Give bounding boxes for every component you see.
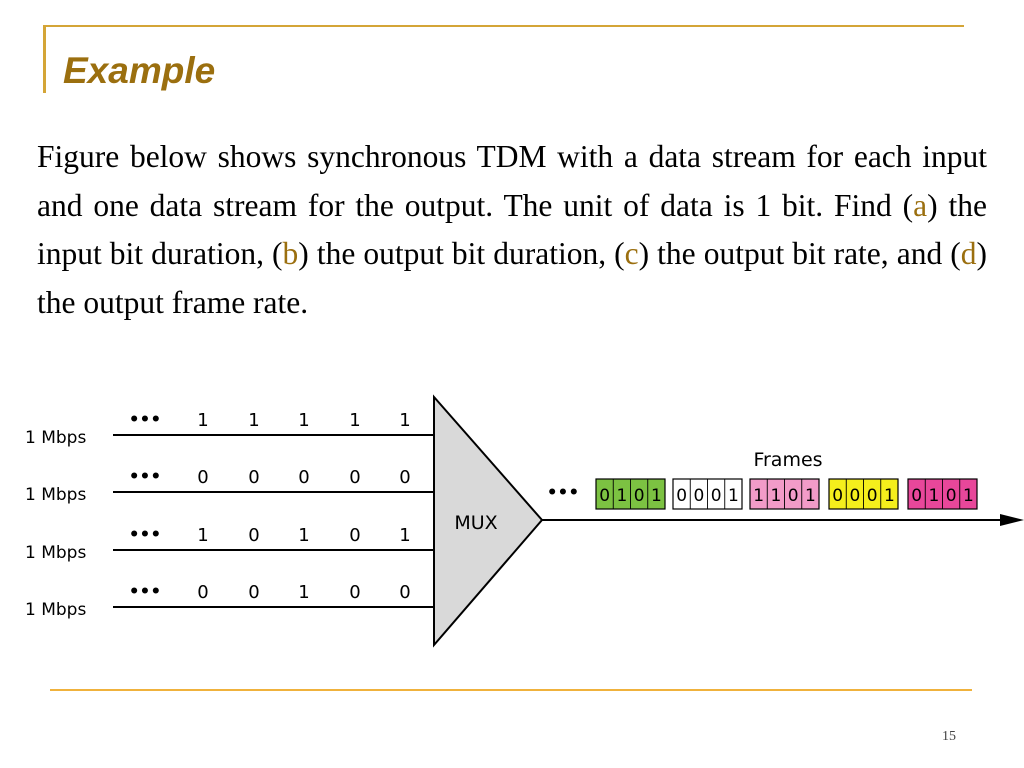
input-bit: 0	[248, 467, 259, 488]
accent-horizontal-line	[43, 25, 964, 27]
input-bit: 0	[197, 582, 208, 603]
frame-bit: 1	[884, 486, 895, 506]
frame-bit: 1	[770, 486, 781, 506]
input-rate-label: 1 Mbps	[25, 428, 86, 448]
frame-bit: 0	[634, 486, 645, 506]
body-text-part: Figure below shows synchronous TDM with …	[37, 139, 987, 223]
input-ellipsis: •••	[129, 467, 162, 487]
input-bit: 1	[248, 410, 259, 431]
input-rate-label: 1 Mbps	[25, 543, 86, 563]
frame-bit: 0	[946, 486, 957, 506]
option-letter-b: b	[282, 236, 299, 271]
frame-bit: 1	[651, 486, 662, 506]
frame-bit: 0	[911, 486, 922, 506]
frame-bit: 1	[753, 486, 764, 506]
frame-bit: 0	[711, 486, 722, 506]
output-arrowhead	[1000, 514, 1024, 526]
frame-bit: 0	[676, 486, 687, 506]
frame-bit: 1	[728, 486, 739, 506]
input-bit: 0	[349, 467, 360, 488]
frame-bit: 1	[616, 486, 627, 506]
input-ellipsis: •••	[129, 410, 162, 430]
problem-statement: Figure below shows synchronous TDM with …	[37, 133, 987, 327]
input-bit: 0	[197, 467, 208, 488]
option-letter-a: a	[913, 187, 928, 223]
input-bit: 1	[298, 582, 309, 603]
input-rate-label: 1 Mbps	[25, 485, 86, 505]
frame-bit: 0	[599, 486, 610, 506]
input-rate-label: 1 Mbps	[25, 600, 86, 620]
frame-bit: 1	[805, 486, 816, 506]
input-bit: 0	[399, 467, 410, 488]
input-ellipsis: •••	[129, 582, 162, 602]
input-bit: 0	[298, 467, 309, 488]
input-bit: 1	[298, 410, 309, 431]
body-text-part: ) the output bit rate, and (	[638, 236, 961, 271]
input-bit: 1	[399, 525, 410, 546]
input-bit: 0	[248, 525, 259, 546]
body-text-part: ) the input bit duration, (	[37, 187, 987, 272]
input-bit: 0	[248, 582, 259, 603]
page-number: 15	[942, 729, 956, 744]
input-bit: 1	[197, 410, 208, 431]
bottom-rule	[50, 689, 972, 691]
input-bit: 1	[197, 525, 208, 546]
option-letter-c: c	[624, 236, 639, 271]
input-ellipsis: •••	[129, 525, 162, 545]
accent-vertical-line	[43, 25, 46, 93]
input-bit: 0	[399, 582, 410, 603]
frame-bit: 0	[832, 486, 843, 506]
frame-bit: 0	[849, 486, 860, 506]
input-bit: 1	[399, 410, 410, 431]
output-ellipsis: •••	[547, 483, 580, 503]
slide-title: Example	[63, 50, 216, 91]
frame-bit: 1	[928, 486, 939, 506]
body-text-part: ) the output frame rate.	[37, 236, 987, 320]
mux-label: MUX	[454, 512, 497, 534]
mux-block	[433, 394, 544, 648]
frame-bit: 0	[867, 486, 878, 506]
option-letter-d: d	[960, 236, 977, 271]
frame-bit: 0	[693, 486, 704, 506]
input-bit: 1	[349, 410, 360, 431]
input-bit: 0	[349, 525, 360, 546]
input-bit: 1	[298, 525, 309, 546]
frame-bit: 1	[963, 486, 974, 506]
input-bit: 0	[349, 582, 360, 603]
frames-label: Frames	[753, 449, 822, 471]
body-text-part: ) the output bit duration, (	[298, 236, 625, 271]
frame-bit: 0	[788, 486, 799, 506]
